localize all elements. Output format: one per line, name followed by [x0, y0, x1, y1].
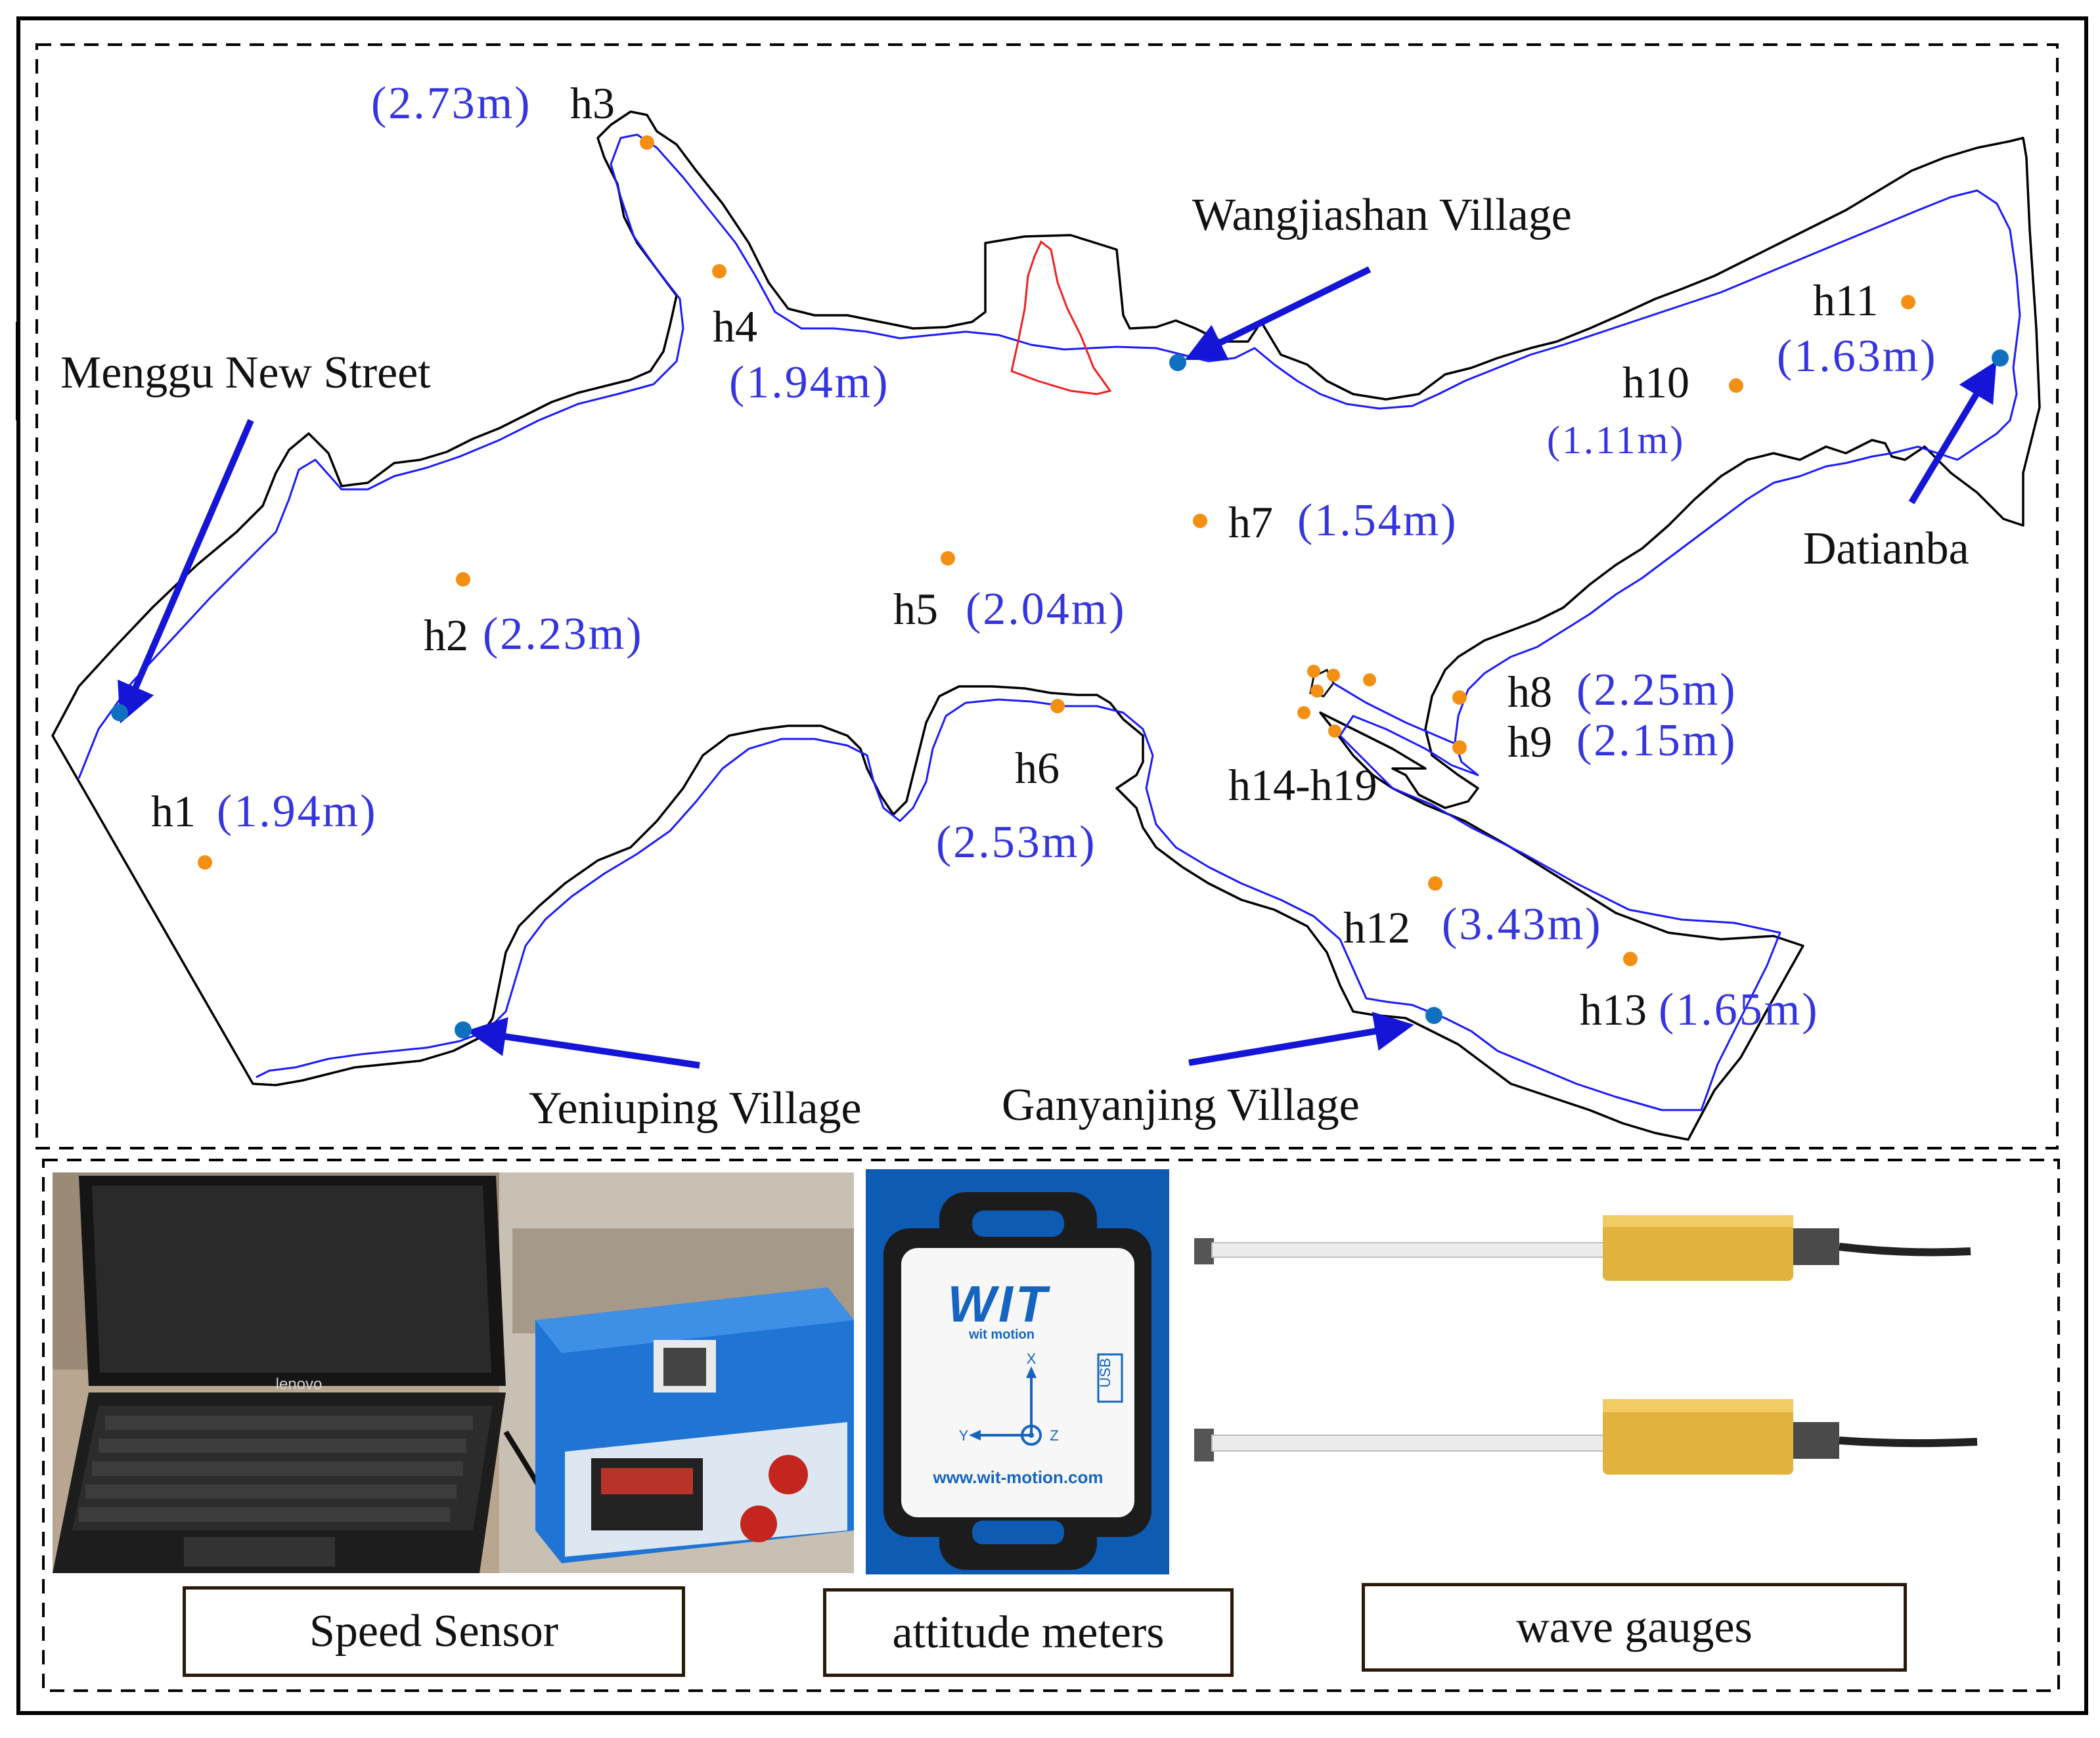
wit-logo-sub: wit motion	[968, 1327, 1035, 1342]
height-label-h12: (3.43m)	[1442, 899, 1603, 950]
gauge-point-h8	[1452, 690, 1467, 705]
gauge-point-h14-h19	[1328, 724, 1341, 738]
village-point-yeniuping	[455, 1021, 472, 1038]
speed-sensor-label: Speed Sensor	[183, 1586, 685, 1677]
height-label-h8: (2.25m)	[1576, 665, 1737, 715]
wave-gauges-label: wave gauges	[1362, 1583, 1907, 1672]
village-point-wangjiashan	[1169, 354, 1186, 371]
gauge-point-h12	[1428, 876, 1442, 891]
station-label-h10: h10	[1622, 357, 1689, 407]
speed-sensor-photo: lenovo	[53, 1172, 854, 1573]
h14-h19-line	[1333, 682, 1462, 747]
gauge-point-h14-h19	[1327, 669, 1340, 682]
station-label-h14-h19: h14-h19	[1228, 760, 1377, 810]
gauge-point-h2	[456, 572, 470, 587]
wave-gauges-photo	[1182, 1169, 2036, 1574]
gauge-point-h14-h19	[1363, 673, 1376, 686]
outer-frame	[16, 16, 2088, 1715]
station-label-h4: h4	[713, 301, 757, 351]
wit-logo: WIT	[948, 1275, 1051, 1333]
gauge-point-h5	[941, 551, 955, 566]
gauge-point-h14-h19	[1307, 665, 1320, 678]
station-label-h3: h3	[570, 78, 615, 128]
gauge-point-h6	[1050, 699, 1065, 713]
arrow-datianba	[1908, 361, 1997, 504]
gauge-point-h14-h19	[1297, 706, 1310, 719]
gauge-point-h11	[1901, 295, 1915, 309]
height-label-h1: (1.94m)	[217, 786, 378, 837]
station-label-h6: h6	[1015, 743, 1060, 793]
station-label-h11: h11	[1813, 275, 1878, 325]
village-label-menggu: Menggu New Street	[60, 347, 431, 398]
village-point-datianba	[1992, 349, 2009, 367]
axis-x-label: X	[1027, 1350, 1037, 1367]
gauge-point-h13	[1623, 952, 1638, 966]
gauge-point-h4	[712, 264, 726, 279]
village-label-datianba: Datianba	[1803, 524, 1969, 574]
attitude-meter-photo: WIT wit motion USB X Y Z www.wit-motion.…	[866, 1169, 1169, 1574]
instrument-panel-frame	[42, 1159, 2060, 1692]
gauge-point-h10	[1729, 378, 1743, 393]
height-label-h10: (1.11m)	[1547, 418, 1685, 462]
height-label-h7: (1.54m)	[1297, 495, 1458, 546]
village-point-ganyanjing	[1425, 1007, 1442, 1024]
water-line	[78, 133, 2021, 1111]
axis-y-label: Y	[959, 1427, 969, 1444]
wave-gauge-bottom	[1194, 1399, 1978, 1475]
terrain-outline	[51, 110, 2041, 1141]
height-label-h9: (2.15m)	[1576, 715, 1737, 766]
arrow-menggu	[118, 419, 254, 724]
arrow-wangjiashan	[1184, 266, 1372, 361]
station-label-h5: h5	[893, 584, 938, 634]
gauge-point-h14-h19	[1310, 684, 1324, 698]
village-point-menggu	[111, 704, 128, 721]
gauge-point-h3	[640, 135, 654, 150]
height-label-h4: (1.94m)	[729, 357, 890, 408]
height-label-h5: (2.04m)	[966, 584, 1127, 635]
height-label-h2: (2.23m)	[483, 609, 644, 659]
village-label-yeniuping: Yeniuping Village	[529, 1083, 862, 1134]
village-label-wangjiashan: Wangjiashan Village	[1192, 190, 1572, 240]
laptop-brand: lenovo	[276, 1375, 323, 1393]
height-label-h13: (1.65m)	[1659, 985, 1820, 1035]
axis-z-label: Z	[1050, 1427, 1058, 1444]
usb-label: USB	[1097, 1358, 1113, 1387]
height-label-h6: (2.53m)	[936, 817, 1097, 868]
landslide-outline	[1010, 240, 1112, 395]
station-label-h7: h7	[1228, 497, 1273, 547]
arrow-yeniuping	[466, 1017, 700, 1069]
gauge-point-h1	[198, 855, 212, 870]
wit-url: www.wit-motion.com	[932, 1467, 1103, 1487]
arrow-ganyanjing	[1188, 1012, 1414, 1066]
wave-gauge-top	[1194, 1215, 1971, 1281]
station-label-h1: h1	[151, 786, 196, 836]
station-label-h13: h13	[1580, 985, 1647, 1035]
village-label-ganyanjing: Ganyanjing Village	[1002, 1080, 1360, 1130]
station-label-h8: h8	[1508, 667, 1552, 717]
station-label-h2: h2	[424, 610, 468, 660]
attitude-meters-label: attitude meters	[823, 1588, 1234, 1677]
station-label-h12: h12	[1343, 902, 1410, 952]
gauge-point-h7	[1193, 514, 1207, 528]
gauge-point-h9	[1452, 740, 1467, 755]
height-label-h11: (1.63m)	[1777, 331, 1938, 382]
station-label-h9: h9	[1508, 717, 1552, 767]
height-label-h3: (2.73m)	[371, 78, 532, 129]
